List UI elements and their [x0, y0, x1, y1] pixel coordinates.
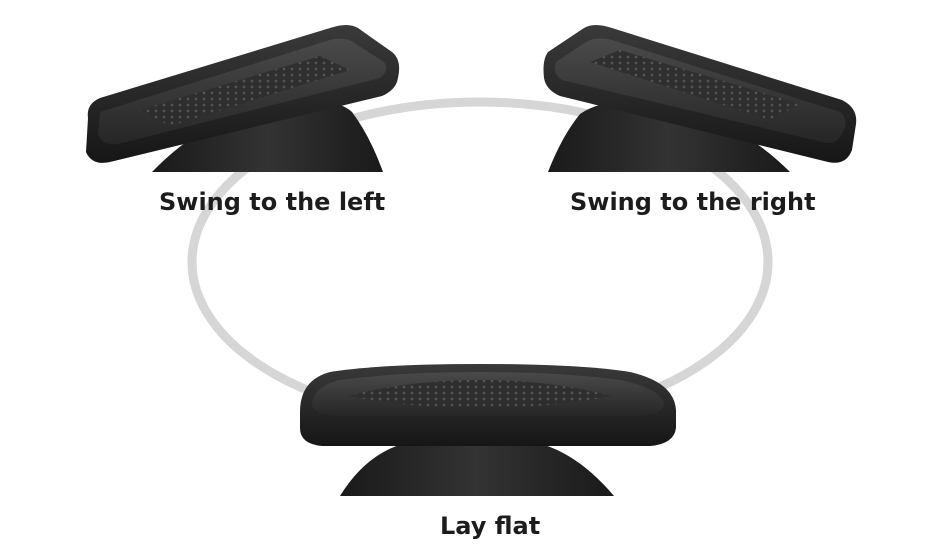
footrest-flat — [300, 364, 676, 496]
footrest-texture-flat — [348, 380, 612, 408]
footrest-base-right — [548, 101, 790, 172]
footrest-texture-right — [590, 50, 800, 120]
footrest-base-left — [152, 100, 383, 172]
caption-lay-flat: Lay flat — [440, 512, 541, 540]
footrest-texture-left — [140, 56, 350, 126]
footrest-base-flat — [340, 440, 614, 496]
caption-swing-left: Swing to the left — [159, 188, 386, 216]
footrest-tilted-right — [543, 25, 857, 172]
caption-swing-right: Swing to the right — [570, 188, 816, 216]
footrest-tilted-left — [86, 25, 400, 172]
